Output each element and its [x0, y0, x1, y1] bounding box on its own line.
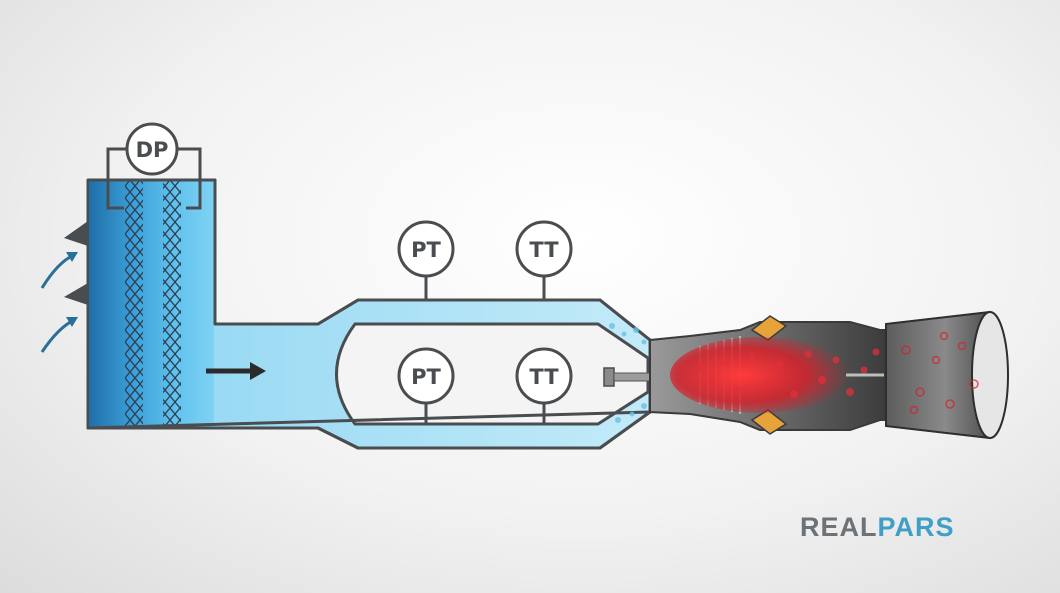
duct-center-body: [335, 322, 650, 426]
realpars-logo: REALPARS: [800, 512, 955, 542]
filter-mesh-icon: [163, 181, 181, 427]
logo-text-pars: PARS: [877, 512, 955, 542]
dp-label: DP: [136, 138, 169, 162]
logo-text-real: REAL: [800, 512, 878, 542]
filter-house: [89, 181, 214, 427]
tt-lower-label: TT: [529, 365, 559, 389]
filter-mesh-icon: [125, 181, 143, 427]
inlet-louvers: [64, 221, 88, 305]
pt-upper-label: PT: [411, 238, 441, 262]
pt-transmitter-upper: PT: [397, 220, 455, 300]
flow-direction-arrow-icon: [206, 362, 266, 380]
tt-upper-label: TT: [529, 238, 559, 262]
airflow-arrow-icon: [40, 317, 78, 353]
gas-turbine: [649, 315, 891, 435]
tt-transmitter-upper: TT: [515, 220, 573, 300]
pt-lower-label: PT: [411, 365, 441, 389]
dp-transmitter: DP: [106, 122, 202, 210]
pt-transmitter-lower: PT: [397, 347, 455, 424]
airflow-arrow-icon: [40, 252, 78, 289]
exhaust-duct: [885, 310, 1009, 440]
tt-transmitter-lower: TT: [515, 347, 573, 424]
